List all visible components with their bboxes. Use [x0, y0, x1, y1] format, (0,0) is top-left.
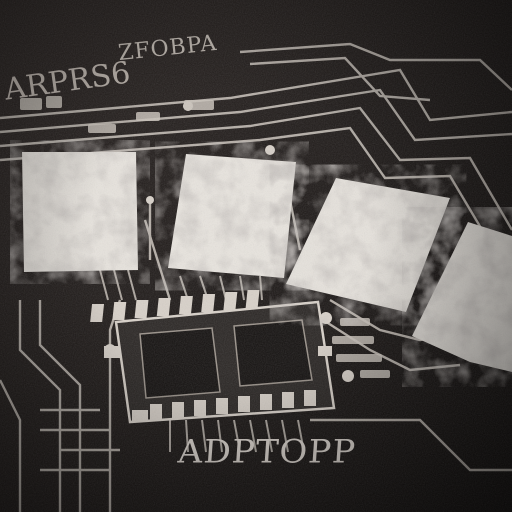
board-label-bottom: ADPTOPP [176, 433, 358, 471]
